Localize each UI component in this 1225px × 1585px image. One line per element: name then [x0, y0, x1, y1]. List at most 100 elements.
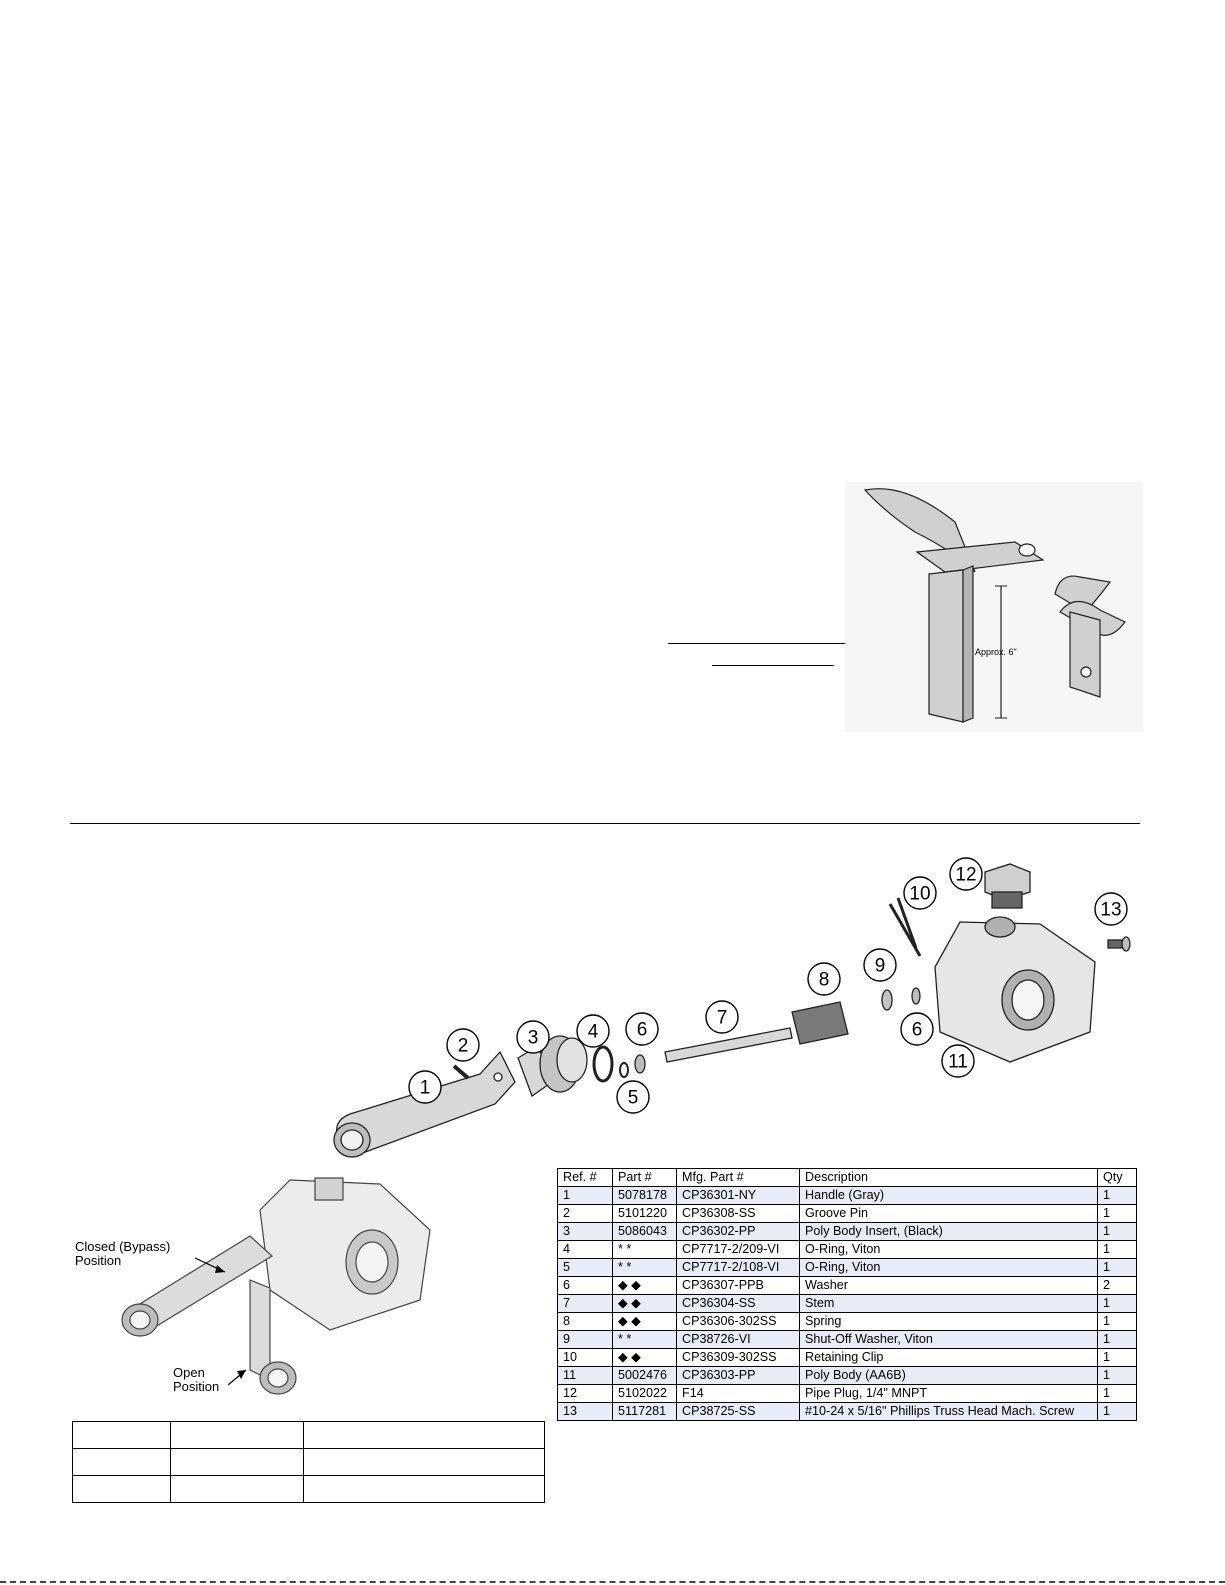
exploded-parts-diagram: 1 2 3 4 5 6 6 7 8 9 10 11 12 13 [333, 857, 1131, 1158]
cell-mfg-part: CP36309-302SS [676, 1348, 800, 1367]
open-position-label: Open Position [173, 1365, 220, 1394]
blank-row [72, 1475, 545, 1503]
callout-7: 7 [717, 1008, 728, 1029]
cell-description: Retaining Clip [799, 1348, 1098, 1367]
cell-ref: 2 [557, 1204, 613, 1223]
cell-description: Washer [799, 1276, 1098, 1295]
cell-description: #10-24 x 5/16" Phillips Truss Head Mach.… [799, 1402, 1098, 1421]
leader-arrows [194, 1257, 247, 1386]
cell-part: 5078178 [612, 1186, 677, 1205]
blank-table [72, 1421, 545, 1503]
cell-mfg-part: CP36307-PPB [676, 1276, 800, 1295]
cell-ref: 8 [557, 1312, 613, 1331]
header-part: Part # [612, 1168, 677, 1187]
callout-10: 10 [909, 884, 930, 905]
underline-1 [668, 643, 880, 644]
cell-description: Stem [799, 1294, 1098, 1313]
cell-description: Pipe Plug, 1/4" MNPT [799, 1384, 1098, 1403]
cell-mfg-part: F14 [676, 1384, 800, 1403]
callout-9: 9 [875, 956, 886, 977]
cell-part: 5101220 [612, 1204, 677, 1223]
cell-mfg-part: CP38725-SS [676, 1402, 800, 1421]
cell-mfg-part: CP7717-2/108-VI [676, 1258, 800, 1277]
cell-mfg-part: CP36304-SS [676, 1294, 800, 1313]
cell-qty: 1 [1097, 1222, 1137, 1241]
cell-mfg-part: CP36303-PP [676, 1366, 800, 1385]
cell-qty: 1 [1097, 1330, 1137, 1349]
table-header-row: Ref. # Part # Mfg. Part # Description Qt… [557, 1168, 1137, 1187]
callout-4: 4 [588, 1022, 599, 1043]
callout-11: 11 [948, 1052, 968, 1073]
cell-part: 5102022 [612, 1384, 677, 1403]
callout-1: 1 [420, 1078, 431, 1099]
callout-13: 13 [1100, 900, 1121, 921]
cell-qty: 1 [1097, 1186, 1137, 1205]
cell-part: 5117281 [612, 1402, 677, 1421]
retaining-clip-illustration [845, 482, 1143, 732]
cell-qty: 1 [1097, 1258, 1137, 1277]
cell-description: Handle (Gray) [799, 1186, 1098, 1205]
cell-ref: 5 [557, 1258, 613, 1277]
parts-list-table: Ref. # Part # Mfg. Part # Description Qt… [557, 1168, 1137, 1421]
blank-row [72, 1448, 545, 1476]
cell-qty: 1 [1097, 1366, 1137, 1385]
cell-mfg-part: CP7717-2/209-VI [676, 1240, 800, 1259]
callout-12: 12 [955, 865, 976, 886]
closed-position-label: Closed (Bypass) Position [75, 1239, 171, 1268]
callout-3: 3 [528, 1028, 539, 1049]
cell-ref: 7 [557, 1294, 613, 1313]
cell-qty: 1 [1097, 1294, 1137, 1313]
cell-qty: 2 [1097, 1276, 1137, 1295]
cell-description: Spring [799, 1312, 1098, 1331]
cell-qty: 1 [1097, 1402, 1137, 1421]
cell-description: Groove Pin [799, 1204, 1098, 1223]
callout-5: 5 [628, 1088, 639, 1109]
cell-mfg-part: CP36301-NY [676, 1186, 800, 1205]
callout-6b: 6 [912, 1020, 923, 1041]
cell-ref: 4 [557, 1240, 613, 1259]
cell-description: Poly Body Insert, (Black) [799, 1222, 1098, 1241]
cell-qty: 1 [1097, 1240, 1137, 1259]
cell-ref: 3 [557, 1222, 613, 1241]
cell-part: * * [612, 1240, 677, 1259]
cell-mfg-part: CP36308-SS [676, 1204, 800, 1223]
cell-qty: 1 [1097, 1204, 1137, 1223]
cell-qty: 1 [1097, 1312, 1137, 1331]
cell-description: Shut-Off Washer, Viton [799, 1330, 1098, 1349]
cell-ref: 12 [557, 1384, 613, 1403]
callout-8: 8 [819, 970, 830, 991]
cell-part: 5002476 [612, 1366, 677, 1385]
cell-ref: 6 [557, 1276, 613, 1295]
header-qty: Qty [1097, 1168, 1137, 1187]
header-mfg-part: Mfg. Part # [676, 1168, 800, 1187]
valve-position-illustration [121, 1177, 431, 1395]
cell-part: ◆ ◆ [612, 1294, 677, 1313]
header-description: Description [799, 1168, 1098, 1187]
cell-ref: 9 [557, 1330, 613, 1349]
page-edge-dashes [0, 1581, 1225, 1583]
cell-mfg-part: CP36302-PP [676, 1222, 800, 1241]
section-divider [70, 823, 1140, 824]
cell-part: * * [612, 1258, 677, 1277]
cell-qty: 1 [1097, 1384, 1137, 1403]
cell-description: O-Ring, Viton [799, 1240, 1098, 1259]
cell-description: O-Ring, Viton [799, 1258, 1098, 1277]
callout-2: 2 [458, 1036, 469, 1057]
underline-2 [712, 665, 834, 666]
callout-6: 6 [637, 1020, 648, 1041]
cell-mfg-part: CP36306-302SS [676, 1312, 800, 1331]
cell-part: ◆ ◆ [612, 1312, 677, 1331]
